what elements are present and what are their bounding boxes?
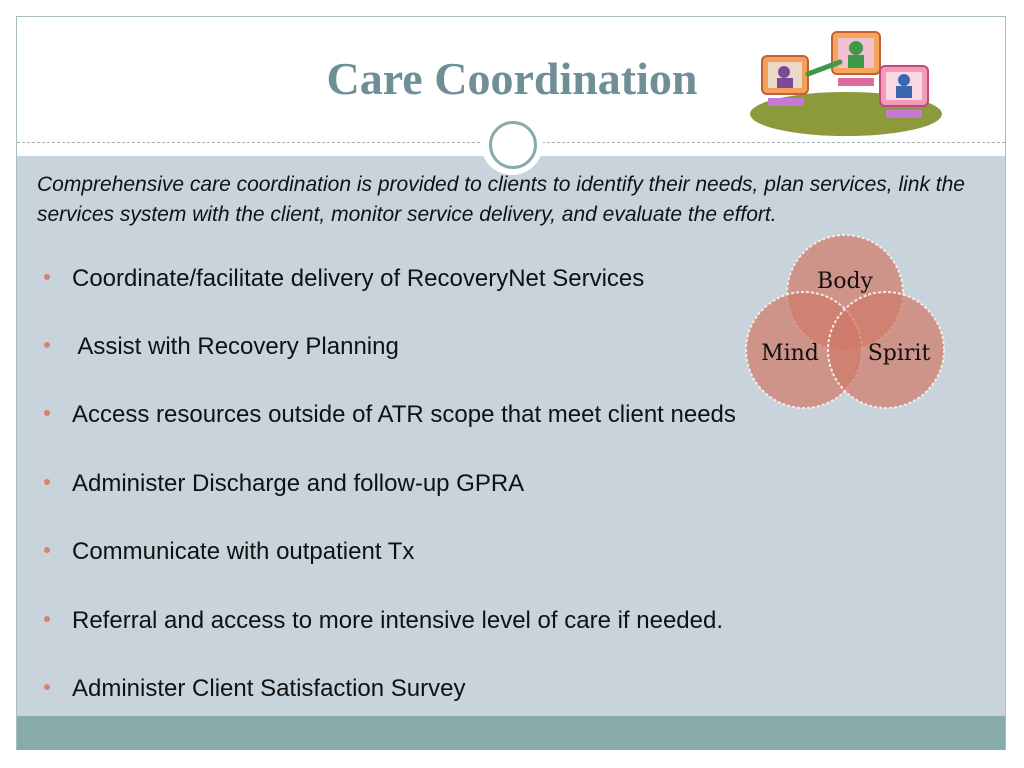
slide-title: Care Coordination: [326, 53, 698, 104]
bullet-item: Access resources outside of ATR scope th…: [44, 398, 736, 432]
venn-label-body: Body: [817, 269, 873, 294]
venn-label-spirit: Spirit: [868, 341, 931, 366]
bullet-item: Assist with Recovery Planning: [44, 330, 399, 364]
bullet-item: Administer Client Satisfaction Survey: [44, 672, 466, 706]
bullet-text: Administer Discharge and follow-up GPRA: [72, 470, 525, 497]
bullet-text: Access resources outside of ATR scope th…: [72, 401, 736, 428]
bullet-dot-icon: [44, 546, 50, 553]
footer-bar: [17, 716, 1005, 750]
bullet-text: Assist with Recovery Planning: [72, 333, 399, 360]
bullet-item: Administer Discharge and follow-up GPRA: [44, 467, 524, 501]
ring-inner: [489, 121, 537, 169]
bullet-dot-icon: [44, 273, 50, 280]
bullet-text: Referral and access to more intensive le…: [72, 607, 724, 634]
bullet-dot-icon: [44, 478, 50, 485]
bullet-text: Administer Client Satisfaction Survey: [72, 675, 466, 702]
venn-circle-spirit: [827, 291, 945, 409]
venn-diagram: Body Mind Spirit: [745, 234, 945, 409]
bullet-item: Referral and access to more intensive le…: [44, 604, 723, 638]
bullet-dot-icon: [44, 341, 50, 348]
bullet-dot-icon: [44, 615, 50, 622]
bullet-item: Communicate with outpatient Tx: [44, 535, 414, 569]
people-at-computers-icon: [750, 31, 942, 136]
bullet-dot-icon: [44, 409, 50, 416]
bullet-dot-icon: [44, 683, 50, 690]
bullet-text: Communicate with outpatient Tx: [72, 538, 415, 565]
bullet-text: Coordinate/facilitate delivery of Recove…: [72, 265, 645, 292]
venn-label-mind: Mind: [761, 341, 819, 366]
intro-text: Comprehensive care coordination is provi…: [37, 173, 965, 226]
bullet-item: Coordinate/facilitate delivery of Recove…: [44, 262, 644, 296]
